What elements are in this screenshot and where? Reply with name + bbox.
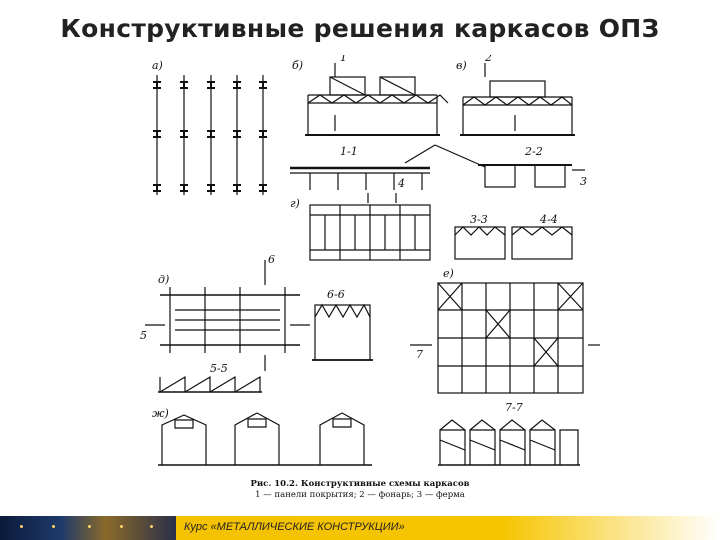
city-light [20, 525, 23, 528]
panel-label-a: а) [152, 59, 163, 72]
panel-label-v: в) [456, 59, 467, 72]
marker-1: 1 [340, 55, 347, 64]
section-3-3-4-4 [454, 226, 573, 260]
section-label-1-1: 1-1 [340, 145, 358, 158]
city-light [120, 525, 123, 528]
section-6-6 [312, 303, 373, 361]
section-7-7 [438, 419, 580, 466]
city-light [52, 525, 55, 528]
panel-label-g: г) [290, 197, 300, 210]
course-title: Курс «МЕТАЛЛИЧЕСКИЕ КОНСТРУКЦИИ» [184, 521, 405, 533]
caption-legend: 1 — панели покрытия; 2 — фонарь; 3 — фер… [255, 490, 465, 500]
footer-city-image [0, 516, 176, 540]
structural-frames-figure: а) б) в) г) д) е) ж) 1-1 2-2 3-3 4-4 5-5… [140, 51, 602, 515]
panel-a-columns [153, 75, 267, 195]
section-5-5 [158, 375, 262, 393]
footer-accent-band [176, 516, 720, 540]
panel-label-d: д) [158, 273, 169, 286]
marker-2: 2 [484, 55, 492, 64]
section-label-7-7: 7-7 [505, 401, 523, 414]
panel-label-zh: ж) [152, 407, 169, 420]
section-label-4-4: 4-4 [539, 213, 558, 226]
marker-4: 4 [397, 177, 405, 190]
section-label-6-6: 6-6 [327, 288, 345, 301]
section-label-5-5: 5-5 [210, 362, 228, 375]
panel-g-plan [309, 193, 431, 261]
footer-bar: Курс «МЕТАЛЛИЧЕСКИЕ КОНСТРУКЦИИ» [0, 516, 720, 540]
marker-7: 7 [416, 348, 423, 361]
panel-zh-frames [158, 412, 372, 466]
marker-3: 3 [580, 175, 587, 188]
panel-d-plan [145, 260, 310, 371]
figure-caption: Рис. 10.2. Конструктивные схемы каркасов… [0, 479, 720, 501]
marker-5: 5 [140, 329, 147, 342]
section-label-3-3: 3-3 [470, 213, 488, 226]
marker-6: 6 [268, 253, 275, 266]
section-2-2 [478, 164, 585, 188]
slide-title: Конструктивные решения каркасов ОПЗ [60, 14, 660, 43]
panel-v-frame [460, 63, 575, 136]
city-light [88, 525, 91, 528]
city-light [150, 525, 153, 528]
panel-g-beam [290, 144, 486, 190]
caption-title: Рис. 10.2. Конструктивные схемы каркасов [250, 479, 470, 489]
frames-drawing: а) б) в) г) д) е) ж) 1-1 2-2 3-3 4-4 5-5… [140, 51, 602, 466]
panel-label-e: е) [443, 267, 454, 280]
section-label-2-2: 2-2 [524, 145, 543, 158]
panel-label-b: б) [292, 59, 303, 72]
panel-b-frame [305, 63, 449, 136]
panel-e-plan [410, 282, 602, 394]
